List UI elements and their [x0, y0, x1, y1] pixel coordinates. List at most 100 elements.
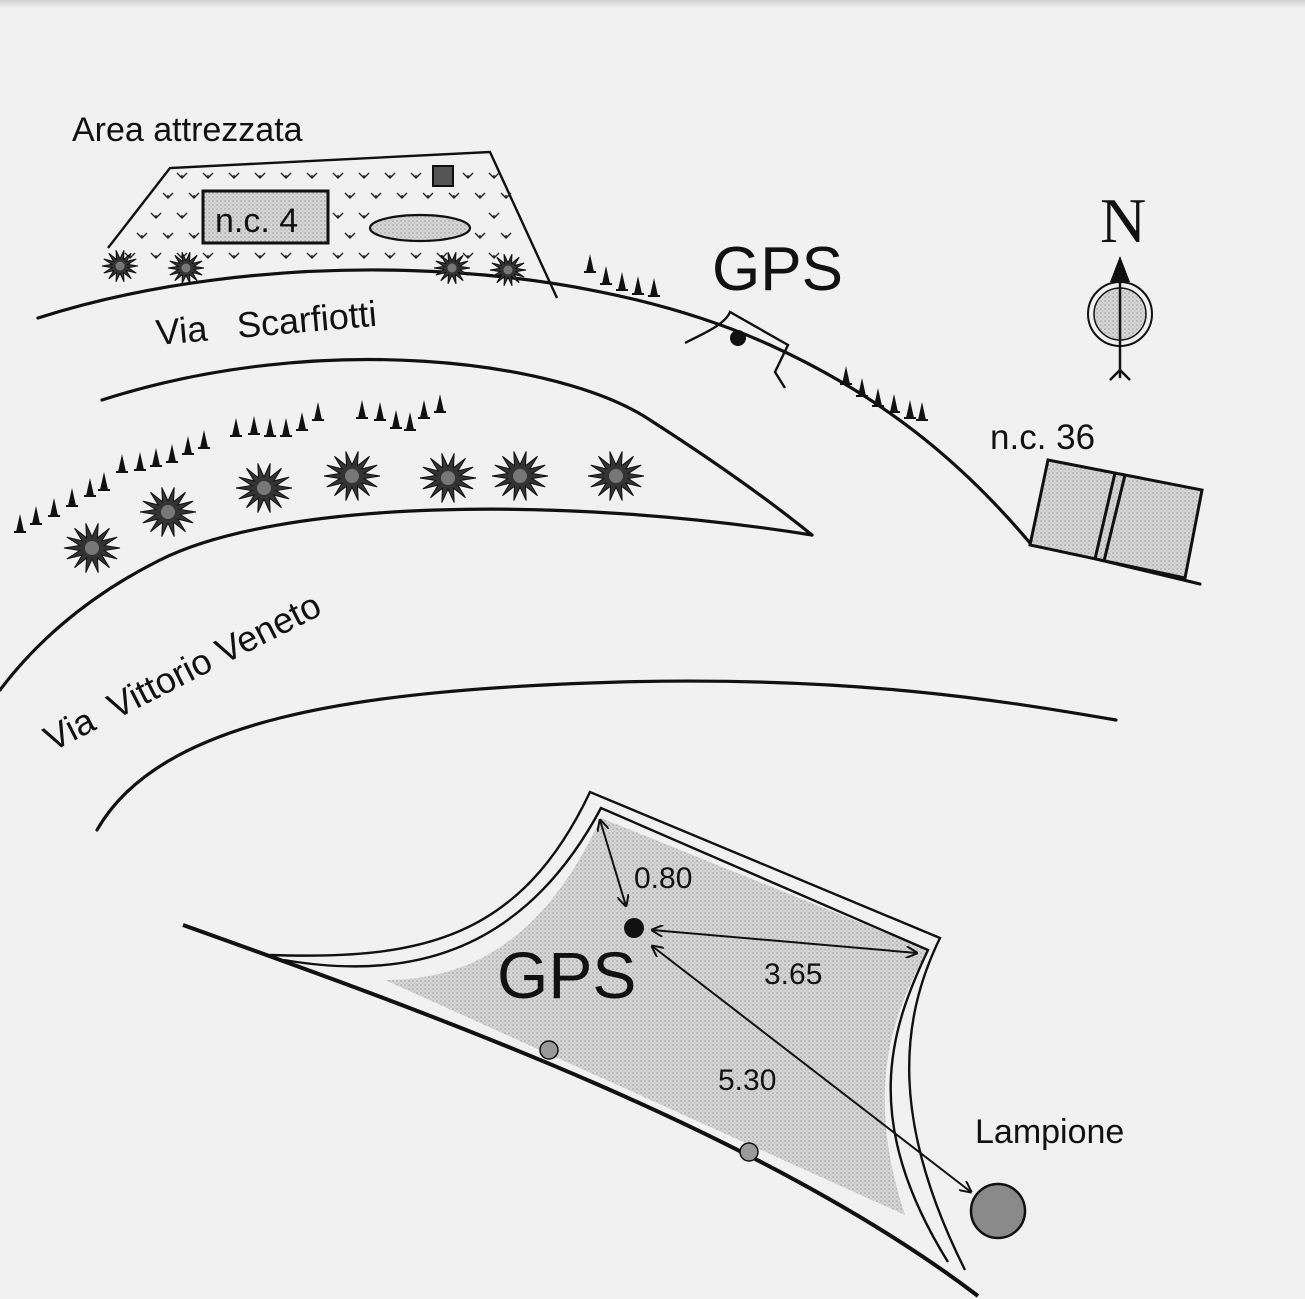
grass-tuft-icon — [332, 212, 344, 219]
grass-tuft-icon — [474, 192, 486, 199]
tree-cone-icon — [311, 401, 325, 421]
grass-tuft-icon — [202, 172, 214, 179]
shrub-icon — [433, 251, 471, 285]
grass-tuft-icon — [188, 232, 200, 239]
grass-tuft-icon — [228, 172, 240, 179]
grass-tuft-icon — [358, 172, 370, 179]
nc36-label: n.c. 36 — [990, 418, 1095, 457]
tree-cone-icon — [433, 393, 447, 413]
shrub-icon — [489, 253, 527, 287]
grass-tuft-icon — [332, 172, 344, 179]
dimension-080-label: 0.80 — [634, 862, 692, 895]
shrub-icon — [235, 463, 293, 513]
nc36-building: n.c. 36 — [990, 418, 1204, 580]
area-attrezzata — [107, 150, 559, 299]
shrub-icon — [63, 523, 121, 573]
tree-cone-icon — [115, 453, 129, 473]
dimension-530-label: 5.30 — [718, 1064, 776, 1097]
gps-bottom-label: GPS — [497, 938, 636, 1012]
shrub-icon — [139, 487, 197, 537]
grass-tuft-icon — [344, 192, 356, 199]
tree-cone-icon — [247, 415, 261, 435]
nc4-label: n.c. 4 — [215, 202, 298, 240]
grass-tuft-icon — [488, 212, 500, 219]
grass-tuft-icon — [254, 172, 266, 179]
tree-cone-icon — [97, 471, 111, 491]
area-attrezzata-label: Area attrezzata — [72, 111, 303, 149]
boundary-marker-icon — [739, 1142, 759, 1162]
tree-cone-icon — [389, 409, 403, 429]
grass-tuft-icon — [358, 212, 370, 219]
grass-tuft-icon — [488, 172, 500, 179]
lamp-post-icon: Lampione — [969, 1113, 1124, 1240]
grass-tuft-icon — [176, 212, 188, 219]
north-arrow-icon: N — [1087, 185, 1153, 381]
grass-tuft-icon — [280, 252, 292, 259]
grass-tuft-icon — [358, 252, 370, 259]
grass-tuft-icon — [410, 252, 422, 259]
grass-tuft-icon — [410, 172, 422, 179]
tree-cone-icon — [279, 417, 293, 437]
grass-tuft-icon — [202, 252, 214, 259]
grass-tuft-icon — [396, 192, 408, 199]
roads — [0, 268, 1202, 832]
tree-cone-icon — [263, 417, 277, 437]
gps-plot: GPS 0.80 3.65 5.30 — [182, 790, 980, 1298]
gps-marker-icon — [730, 330, 746, 346]
tree-cone-icon — [295, 411, 309, 431]
tree-cone-icon — [65, 487, 79, 507]
grass-tuft-icon — [344, 232, 356, 239]
grass-tuft-icon — [448, 192, 460, 199]
tree-cone-icon — [417, 399, 431, 419]
gps-marker-icon — [624, 918, 644, 938]
grass-tuft-icon — [280, 172, 292, 179]
tree-cone-icon — [197, 429, 211, 449]
via-vittorio-veneto-south-edge — [95, 679, 1118, 832]
shrub-icon — [419, 453, 477, 503]
dimension-080 — [600, 820, 626, 906]
via-vittorio-veneto-north-edge — [0, 507, 814, 692]
tree-cone-icon — [373, 401, 387, 421]
grass-tuft-icon — [228, 252, 240, 259]
tree-cone-icon — [181, 435, 195, 455]
tree-cone-icon — [47, 497, 61, 517]
grass-tuft-icon — [474, 232, 486, 239]
shrub-icon — [491, 451, 549, 501]
shrub-icon — [101, 249, 139, 283]
dimension-530 — [652, 946, 971, 1192]
grass-tuft-icon — [162, 232, 174, 239]
tree-cone-icon — [403, 411, 417, 431]
grass-tuft-icon — [462, 252, 474, 259]
tree-cone-icon — [29, 505, 43, 525]
grass-tuft-icon — [188, 192, 200, 199]
tree-cone-icon — [631, 275, 645, 295]
shrub-icon — [323, 451, 381, 501]
plot-road-edge — [182, 923, 980, 1298]
shrub-icon — [587, 451, 645, 501]
grass-tuft-icon — [254, 252, 266, 259]
tree-cone-icon — [599, 265, 613, 285]
tree-cone-icon — [903, 399, 917, 419]
dimension-365-label: 3.65 — [764, 958, 822, 991]
grass-tuft-icon — [422, 192, 434, 199]
via-scarfiotti-south-edge — [100, 357, 814, 537]
grass-tuft-icon — [370, 192, 382, 199]
grass-tuft-icon — [176, 172, 188, 179]
tree-cone-icon — [149, 447, 163, 467]
area-pond — [368, 213, 472, 243]
gps-top-enclosure — [684, 310, 790, 389]
tree-cone-icon — [647, 277, 661, 297]
tree-cone-icon — [615, 271, 629, 291]
gps-station-top: GPS — [684, 235, 843, 389]
nc4-building — [201, 189, 330, 245]
tree-cone-icon — [229, 417, 243, 437]
area-kiosk-icon — [432, 165, 454, 187]
grass-tuft-icon — [136, 232, 148, 239]
via-scarfiotti-label: Via Scarfiotti — [154, 293, 378, 353]
grass-tuft-icon — [150, 252, 162, 259]
tree-cone-icon — [887, 393, 901, 413]
tree-cone-icon — [133, 451, 147, 471]
tree-cone-icon — [13, 513, 27, 533]
